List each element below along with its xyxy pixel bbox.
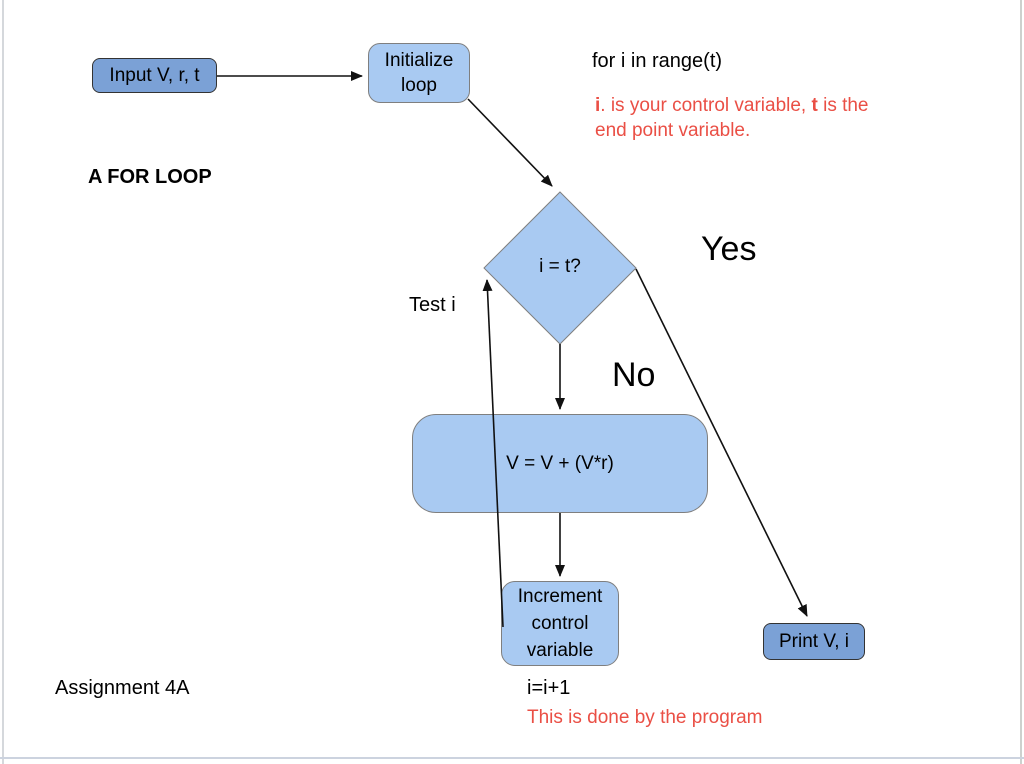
flow-node-initialize-label: Initialize loop xyxy=(384,50,454,96)
control-variable-note: i. is your control variable, t is the en… xyxy=(595,93,885,143)
program-note: This is done by the program xyxy=(527,707,763,728)
flow-node-increment-label: Increment control variable xyxy=(517,586,603,661)
flow-node-input-label: Input V, r, t xyxy=(109,64,200,86)
note-mid: . is your control variable, xyxy=(600,95,812,116)
assignment-label: Assignment 4A xyxy=(55,677,190,699)
flow-node-print: Print V, i xyxy=(763,623,865,660)
page-bottom-border xyxy=(0,757,1024,759)
increment-code-text: i=i+1 xyxy=(527,677,571,699)
diagram-title: A FOR LOOP xyxy=(88,166,212,188)
flow-node-input: Input V, r, t xyxy=(92,58,217,93)
yes-branch-label: Yes xyxy=(701,230,757,268)
flow-node-print-label: Print V, i xyxy=(778,630,850,652)
note-end: is the end point variable. xyxy=(595,95,869,141)
arrow-initialize-to-decision xyxy=(467,98,553,187)
no-branch-label: No xyxy=(612,356,656,394)
for-loop-code-text: for i in range(t) xyxy=(592,50,723,72)
flow-node-increment: Increment control variable xyxy=(501,581,619,666)
flow-node-compute: V = V + (V*r) xyxy=(412,414,708,513)
flow-node-initialize: Initialize loop xyxy=(368,43,470,103)
test-i-label: Test i xyxy=(409,294,456,316)
page-right-border xyxy=(1020,0,1022,764)
page-left-border xyxy=(2,0,4,764)
note-bold-t: t xyxy=(811,95,818,116)
flow-node-compute-label: V = V + (V*r) xyxy=(506,452,614,474)
flow-node-decision-label: i = t? xyxy=(539,256,581,277)
note-bold-i: i xyxy=(595,95,601,116)
